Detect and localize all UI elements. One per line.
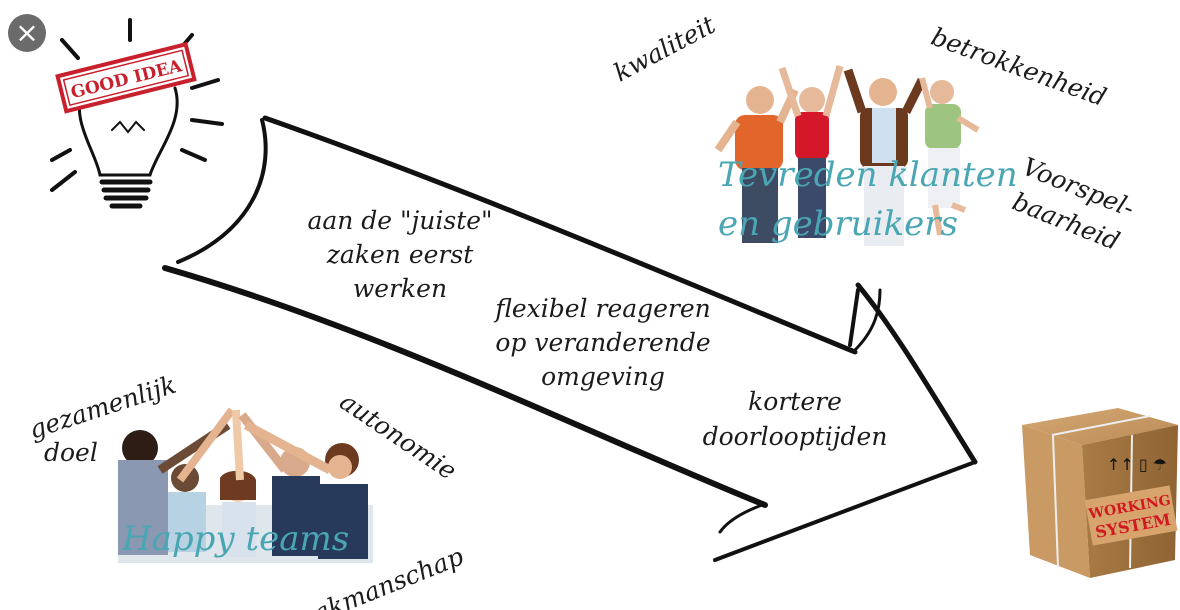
lower-arrow <box>162 265 978 562</box>
word-kortere-line2: doorlooptijden <box>702 422 888 451</box>
word-doel: doel <box>44 438 98 467</box>
working-system-box: ↑↑ ▯ ☂ WORKING SYSTEM <box>1022 408 1178 578</box>
word-kortere-line1: kortere <box>748 387 842 416</box>
word-flexibel-line3: omgeving <box>541 362 665 391</box>
happy-teams-photo <box>118 407 373 563</box>
close-icon[interactable]: × <box>8 14 46 52</box>
teams-label: Happy teams <box>122 519 350 559</box>
word-juiste-line3: werken <box>352 274 448 303</box>
word-flexibel-line2: op veranderende <box>495 328 711 357</box>
word-juiste-line1: aan de "juiste" <box>307 206 493 235</box>
box-symbols: ↑↑ ▯ ☂ <box>1107 455 1167 474</box>
happy-customers-photo <box>714 65 980 246</box>
upper-arrow <box>176 115 882 355</box>
customers-label-line2: en gebruikers <box>718 204 958 244</box>
customers-label-line1: Tevreden klanten <box>718 155 1018 195</box>
word-juiste-line2: zaken eerst <box>326 240 474 269</box>
lightbulb-icon <box>50 18 224 209</box>
good-idea-stamp: GOOD IDEA <box>55 41 197 114</box>
word-flexibel-line1: flexibel reageren <box>495 294 711 323</box>
